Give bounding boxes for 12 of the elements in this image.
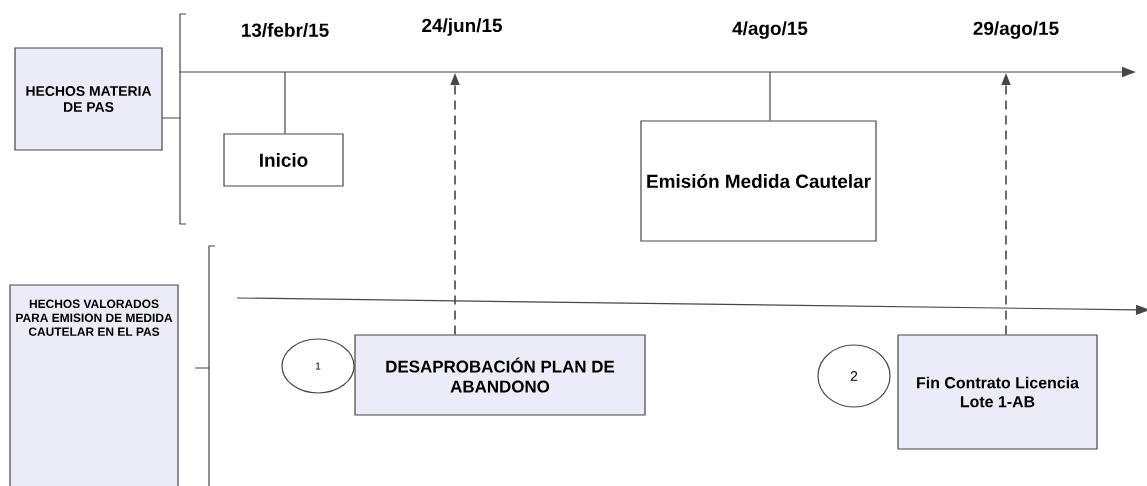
event-box: Emisión Medida Cautelar (640, 120, 877, 242)
date-label: 29/ago/15 (973, 21, 1059, 39)
event-box: Fin Contrato Licencia Lote 1-AB (897, 334, 1098, 450)
event-box: DESAPROBACIÓN PLAN DE ABANDONO (354, 334, 646, 416)
connector-line (284, 71, 286, 134)
date-label: 4/ago/15 (732, 21, 808, 39)
label-box: HECHOS VALORADOS PARA EMISION DE MEDIDA CAUTELAR EN EL PAS (9, 284, 179, 486)
date-label: 24/jun/15 (422, 18, 502, 36)
date-label: 13/febr/15 (242, 22, 329, 38)
connector-line (769, 71, 771, 121)
event-box: HECHOS MATERIA DE PAS (14, 47, 163, 151)
event-box: Inicio (223, 133, 344, 187)
